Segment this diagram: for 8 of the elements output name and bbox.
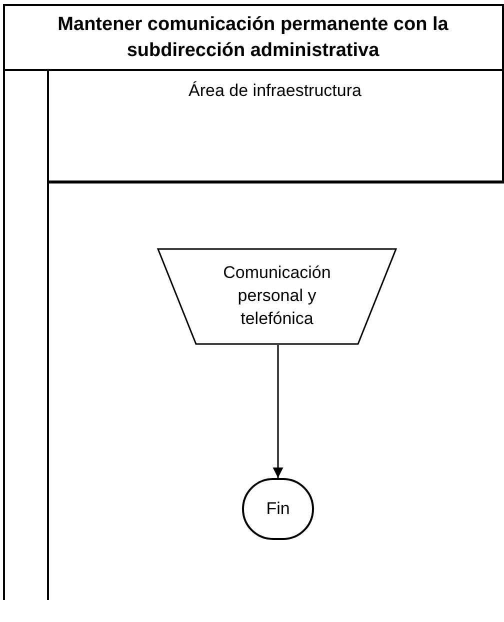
node-text: Fin xyxy=(266,498,290,520)
terminator-shape xyxy=(242,478,314,540)
node-text: Área de infraestructura xyxy=(188,80,362,102)
manual-operation-trapezoid xyxy=(157,248,397,345)
node-text: Comunicación personal y telefónica xyxy=(222,262,332,330)
node-text: Mantener comunicación permanente con la subdirección administrativa xyxy=(56,13,450,63)
arrow xyxy=(272,345,284,478)
title-band xyxy=(4,4,504,70)
